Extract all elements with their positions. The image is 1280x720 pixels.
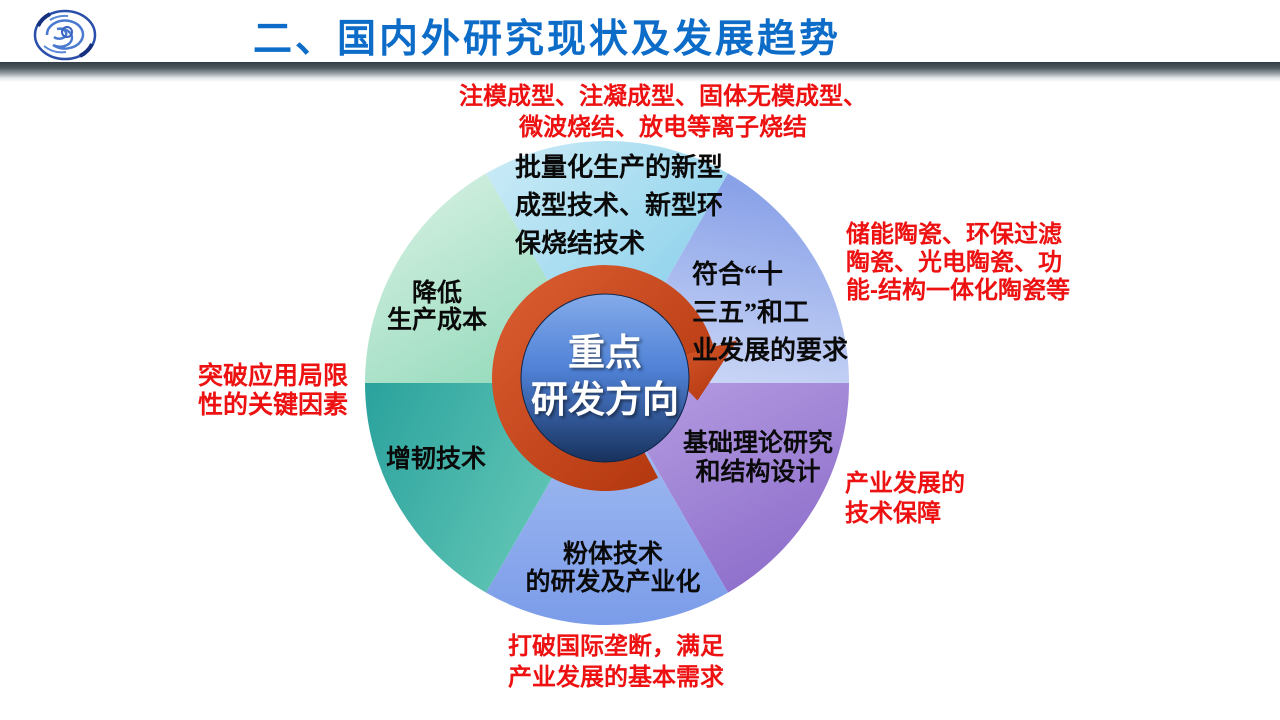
hub-title: 重点 研发方向 bbox=[531, 332, 679, 420]
annotation-ceramic-types: 储能陶瓷、环保过滤 陶瓷、光电陶瓷、功 能-结构一体化陶瓷等 bbox=[846, 221, 1070, 304]
sector-label-batch-production: 批量化生产的新型 成型技术、新型环 保烧结技术 bbox=[515, 153, 724, 258]
sector-label-powder-tech: 粉体技术 的研发及产业化 bbox=[525, 541, 701, 596]
annotation-industry-support: 产业发展的 技术保障 bbox=[845, 470, 965, 527]
annotation-key-factors: 突破应用局限 性的关键因素 bbox=[198, 362, 349, 419]
sector-top bbox=[486, 140, 728, 383]
cycle-arrow-head bbox=[660, 340, 738, 401]
sector-label-basic-theory: 基础理论研究 和结构设计 bbox=[682, 430, 833, 486]
hub-circle bbox=[520, 293, 690, 463]
sector-bottom bbox=[486, 383, 728, 626]
sector-lower-right bbox=[607, 383, 849, 593]
sector-label-cost-reduction: 降低 生产成本 bbox=[387, 280, 488, 334]
annotation-break-monopoly: 打破国际垄断，满足 产业发展的基本需求 bbox=[508, 633, 724, 691]
annotation-forming-sintering: 注模成型、注凝成型、固体无模成型、 微波烧结、放电等离子烧结 bbox=[459, 83, 867, 141]
page-title: 二、国内外研究现状及发展趋势 bbox=[253, 18, 842, 61]
header-divider bbox=[0, 62, 1280, 82]
sector-label-13th-plan: 符合“十 三五”和工 业发展的要求 bbox=[692, 260, 849, 365]
institute-seal-logo bbox=[33, 9, 97, 61]
sector-label-toughening: 增韧技术 bbox=[386, 446, 487, 473]
